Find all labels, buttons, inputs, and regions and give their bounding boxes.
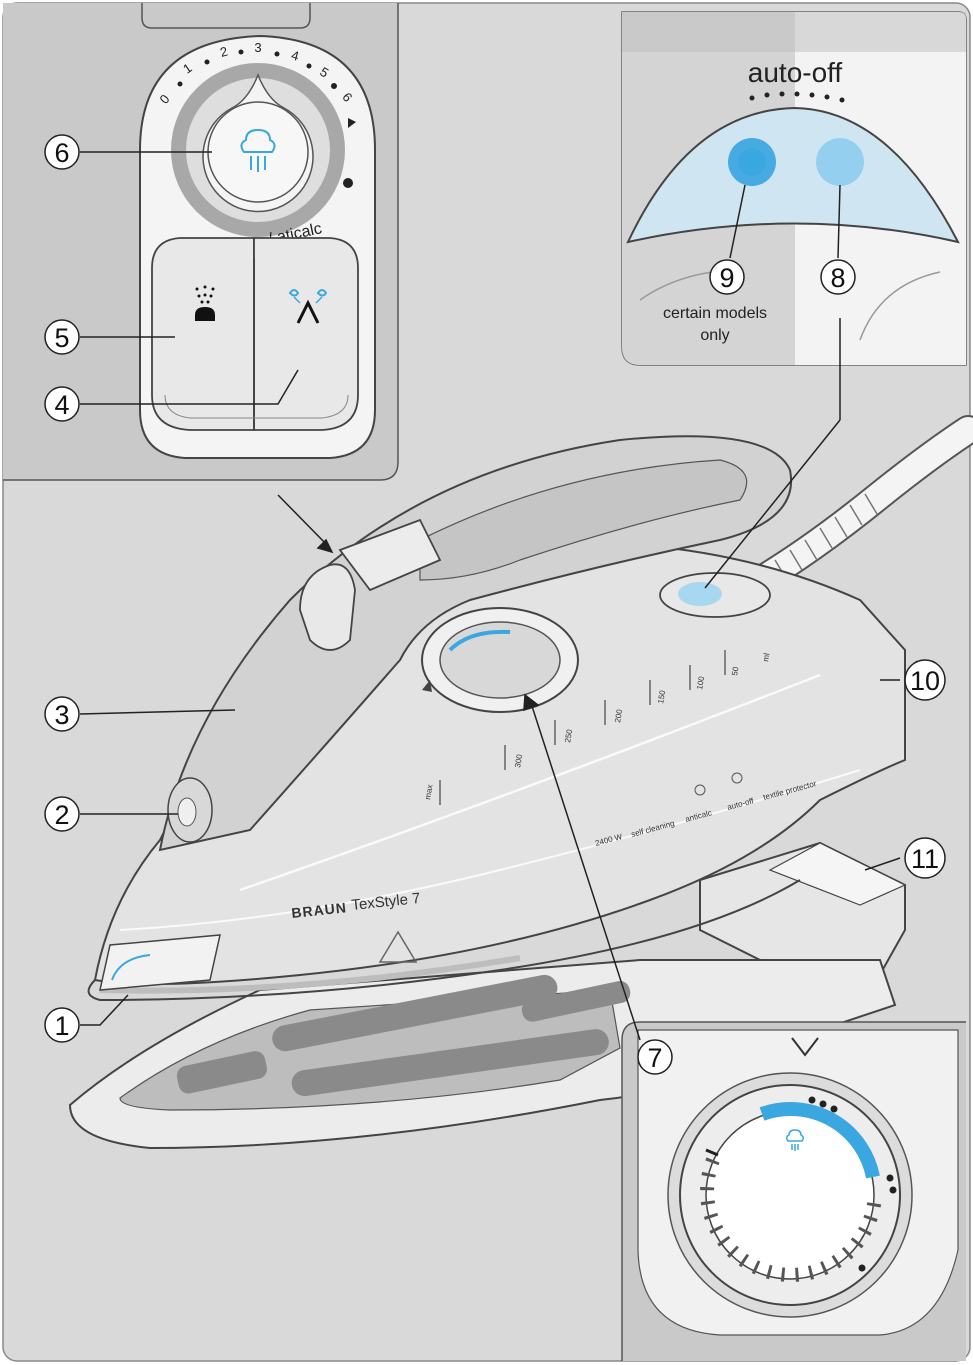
water-scale-max: max xyxy=(423,784,434,800)
steam-icon xyxy=(240,128,276,172)
temperature-arc-blue xyxy=(759,1102,880,1179)
callout-2: 2 xyxy=(44,796,80,832)
svg-text:5: 5 xyxy=(54,323,69,353)
temperature-dial-inset: 7 xyxy=(621,1021,966,1361)
svg-text:6: 6 xyxy=(54,138,69,168)
water-scale-200: 200 xyxy=(613,708,624,723)
main-leaders xyxy=(79,318,901,1041)
water-tank-scale xyxy=(439,650,726,805)
auto-off-light-dome xyxy=(626,106,960,244)
water-scale-50: 50 xyxy=(730,665,741,676)
water-scale-unit: ml xyxy=(761,652,771,662)
steam-scale-4: 4 xyxy=(290,47,301,63)
callout-10: 10 xyxy=(904,659,946,701)
auto-off-title: auto-off xyxy=(748,57,843,88)
auto-off-inset: auto-off 9 8 certain models only xyxy=(621,11,967,366)
water-scale-300: 300 xyxy=(513,753,524,768)
callout-5: 5 xyxy=(44,319,80,355)
shot-of-steam-icon xyxy=(288,289,328,324)
steam-control-inset: 0 1 2 3 4 5 6 qearing / aticalc xyxy=(3,3,399,481)
steam-scale-2: 2 xyxy=(218,43,229,59)
shot-of-steam-button[interactable] xyxy=(253,237,359,431)
hot-surface-warning-icon xyxy=(378,930,418,963)
water-scale-150: 150 xyxy=(656,689,667,704)
callout-1: 1 xyxy=(44,1007,80,1043)
auto-off-light-8 xyxy=(816,138,864,186)
brand-logo: BRAUN xyxy=(291,899,348,921)
temperature-arc-ticks xyxy=(700,1157,882,1282)
spray-button[interactable] xyxy=(151,237,255,431)
steam-scale-3: 3 xyxy=(254,40,261,55)
iron-illustration: max 300 250 200 150 100 50 ml 2400 W sel… xyxy=(68,415,973,1150)
svg-text:9: 9 xyxy=(719,263,734,293)
steam-scale-dots xyxy=(177,49,353,188)
callout-6: 6 xyxy=(44,134,80,170)
callout-3: 3 xyxy=(44,696,80,732)
water-filler-cap xyxy=(99,934,221,991)
certain-models-note-line1: certain models xyxy=(663,305,767,322)
svg-text:11: 11 xyxy=(911,844,939,874)
callout-8: 8 xyxy=(820,259,856,295)
water-scale-100: 100 xyxy=(695,675,706,690)
svg-text:2: 2 xyxy=(54,800,69,830)
spray-icon xyxy=(195,285,215,321)
callout-9: 9 xyxy=(709,259,745,295)
svg-text:4: 4 xyxy=(54,390,69,420)
callout-11: 11 xyxy=(904,837,946,879)
svg-text:7: 7 xyxy=(647,1043,662,1073)
svg-text:1: 1 xyxy=(54,1011,69,1041)
soleplate-holes xyxy=(176,974,631,1097)
svg-text:10: 10 xyxy=(910,666,940,696)
callout-4: 4 xyxy=(44,386,80,422)
iron-handle xyxy=(158,435,793,852)
auto-off-dots xyxy=(749,91,845,103)
svg-text:8: 8 xyxy=(830,263,845,293)
svg-text:3: 3 xyxy=(54,700,69,730)
callout-7: 7 xyxy=(637,1039,673,1075)
water-scale-250: 250 xyxy=(563,728,574,743)
temperature-steam-icon xyxy=(785,1129,805,1151)
certain-models-note-line2: only xyxy=(700,327,729,344)
